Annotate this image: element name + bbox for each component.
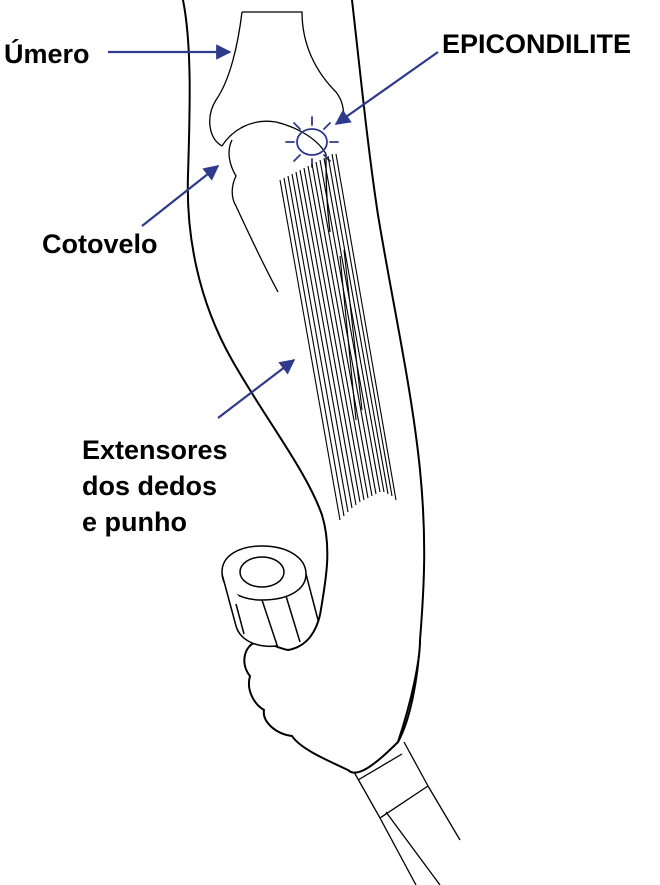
label-epicondilite: EPICONDILITE — [442, 29, 632, 59]
epicondyle-inflammation — [285, 116, 339, 168]
arrow-cotovelo — [141, 165, 220, 227]
hand — [243, 614, 421, 774]
label-extensores-line-3: e punho — [82, 507, 187, 537]
label-extensores: Extensores dos dedos e punho — [82, 432, 228, 540]
ulna-bone — [221, 120, 331, 293]
label-extensores-line-1: Extensores — [82, 435, 228, 465]
label-cotovelo: Cotovelo — [42, 229, 158, 259]
lower-rod — [353, 741, 461, 885]
label-extensores-line-2: dos dedos — [82, 471, 218, 501]
handle-cylinder — [221, 545, 319, 649]
humerus-bone — [209, 11, 345, 147]
arrow-extensores — [217, 359, 296, 419]
arm-outline — [182, 0, 426, 743]
pointer-arrows — [108, 44, 439, 419]
extensor-muscle-fibres — [279, 153, 397, 521]
arrow-epicondilite — [334, 51, 439, 125]
arm-left-contour — [182, 0, 329, 616]
label-umero: Úmero — [4, 39, 90, 69]
